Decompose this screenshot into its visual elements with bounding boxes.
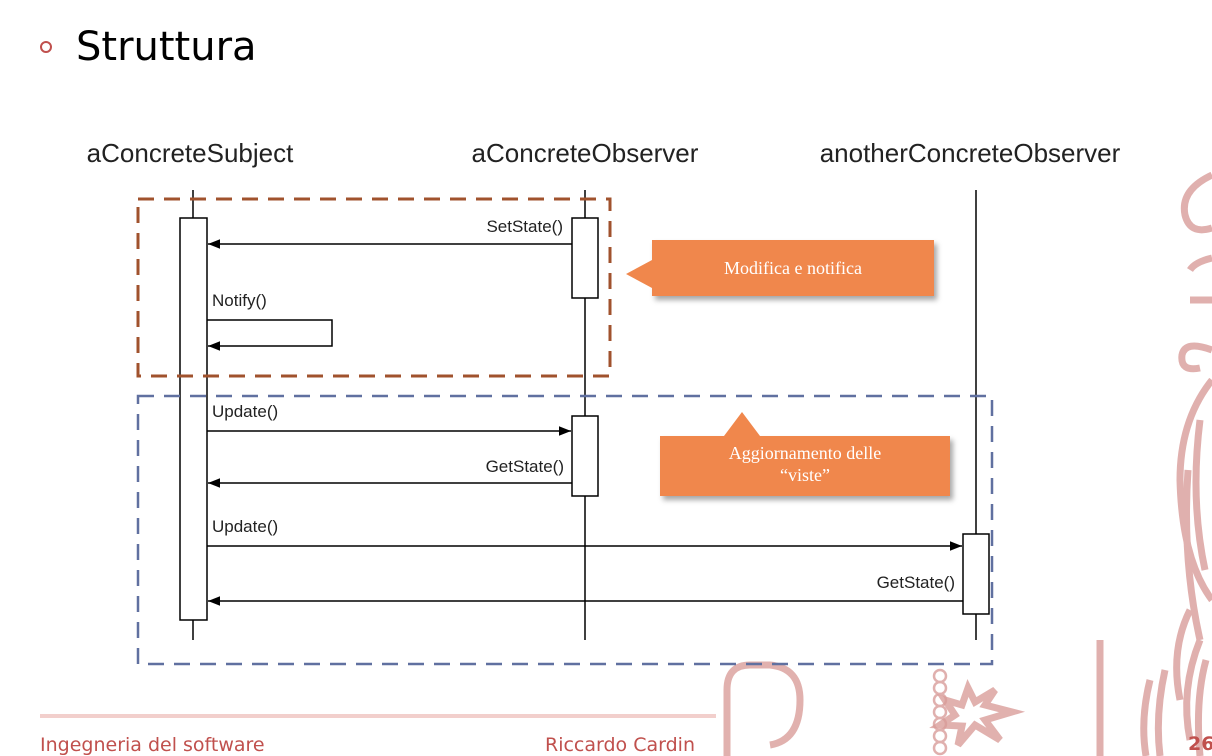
object-name-subject: aConcreteSubject xyxy=(87,138,294,168)
callout-modify-notify: Modifica e notifica xyxy=(626,240,934,296)
footer-author: Riccardo Cardin xyxy=(545,734,695,756)
slide-title: Struttura xyxy=(76,24,257,70)
object-name-observer: aConcreteObserver xyxy=(472,138,699,168)
message-label-getstate-2: GetState() xyxy=(877,573,955,592)
object-name-another-observer: anotherConcreteObserver xyxy=(820,138,1121,168)
arrow-notify xyxy=(207,319,333,351)
callout-update-views: Aggiornamento delle “viste” xyxy=(660,412,950,496)
activation-observer-1 xyxy=(571,217,599,299)
footer-course: Ingegneria del software xyxy=(40,734,265,756)
footer-divider xyxy=(40,714,716,718)
callout-update-line2: “viste” xyxy=(780,465,830,485)
message-label-getstate-1: GetState() xyxy=(486,457,564,476)
activation-subject xyxy=(179,217,208,621)
message-label-setstate: SetState() xyxy=(486,217,563,236)
message-label-notify: Notify() xyxy=(212,291,267,310)
frame-modify-notify xyxy=(136,197,612,378)
activation-observer-2 xyxy=(571,415,599,497)
message-label-update-2: Update() xyxy=(212,517,278,536)
activation-another-observer xyxy=(962,533,990,615)
callout-update-line1: Aggiornamento delle xyxy=(728,443,882,463)
message-label-update-1: Update() xyxy=(212,402,278,421)
page-number: 26 xyxy=(1188,733,1212,755)
slide-title-row: Struttura xyxy=(40,22,257,72)
frame-update-views xyxy=(136,394,994,666)
bullet-icon xyxy=(40,41,52,53)
